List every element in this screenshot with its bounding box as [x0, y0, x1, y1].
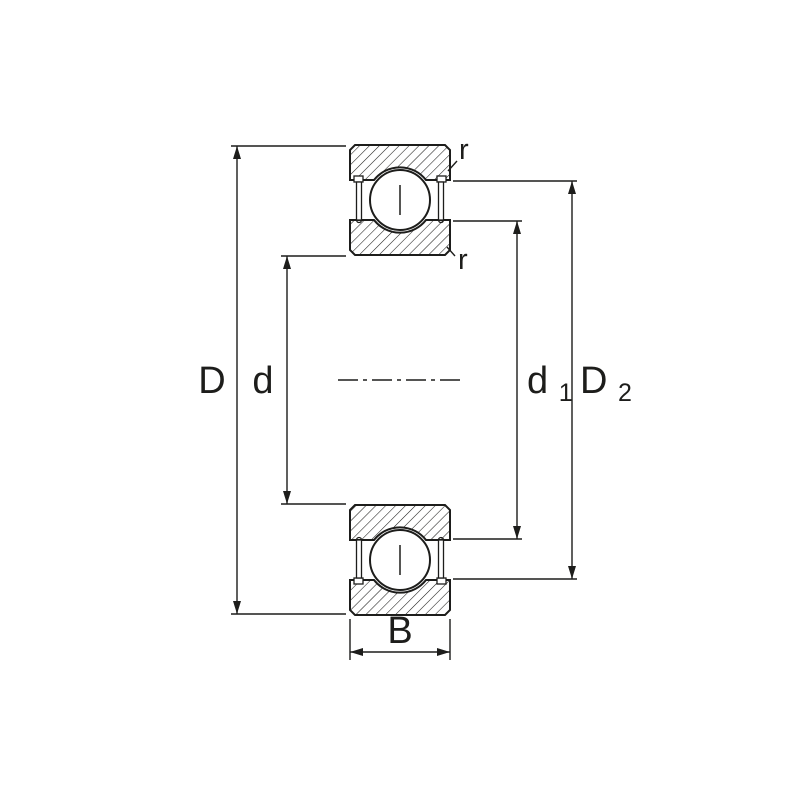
dimension-D: D — [198, 145, 346, 615]
dimension-label-D2: D 2 — [580, 360, 632, 407]
shield-strip — [355, 539, 363, 579]
chamfer-label-inner: r — [458, 244, 468, 276]
bottom-section — [349, 504, 451, 616]
shield-curl — [437, 536, 445, 541]
dimension-d1: d 1 — [453, 220, 573, 540]
dimension-label-B: B — [387, 610, 412, 652]
chamfer-label-outer: r — [459, 134, 469, 166]
shield-right-bottom — [436, 536, 447, 585]
shield-curl — [355, 219, 363, 224]
inner-ring-top-cross-section — [349, 219, 451, 256]
chamfer-leader-line-inner — [446, 246, 456, 257]
shield-left-bottom — [353, 536, 364, 585]
top-section — [349, 144, 451, 256]
inner-ring-bottom-cross-section — [349, 504, 451, 541]
shield-curl — [437, 219, 445, 224]
dimension-label-D2-base: D — [580, 360, 607, 402]
shield-anchor — [436, 577, 447, 585]
shield-strip — [437, 181, 445, 221]
chamfer-leader-line-outer — [447, 160, 458, 172]
outer-ring-bottom-cross-section — [349, 579, 451, 616]
dimension-D2: D 2 — [453, 180, 632, 580]
shield-strip — [355, 181, 363, 221]
chamfer-callout-outer: r — [447, 134, 469, 172]
dimension-label-d1-base: d — [527, 360, 548, 402]
shield-left-top — [353, 175, 364, 224]
shield-anchor — [353, 175, 364, 183]
dimension-label-d: d — [252, 360, 273, 402]
shield-anchor — [436, 175, 447, 183]
dimension-label-D: D — [198, 360, 225, 402]
shield-right-top — [436, 175, 447, 224]
bearing-cross-section — [338, 144, 462, 616]
dimension-d: d — [252, 255, 346, 505]
chamfer-callout-inner: r — [446, 244, 468, 276]
dimension-B: B — [349, 610, 451, 660]
outer-ring-top-cross-section — [349, 144, 451, 181]
shield-anchor — [353, 577, 364, 585]
shield-strip — [437, 539, 445, 579]
dimension-label-d1: d 1 — [527, 360, 573, 407]
shield-curl — [355, 536, 363, 541]
dimension-label-D2-subscript: 2 — [618, 379, 632, 407]
dimension-label-d1-subscript: 1 — [559, 379, 573, 407]
